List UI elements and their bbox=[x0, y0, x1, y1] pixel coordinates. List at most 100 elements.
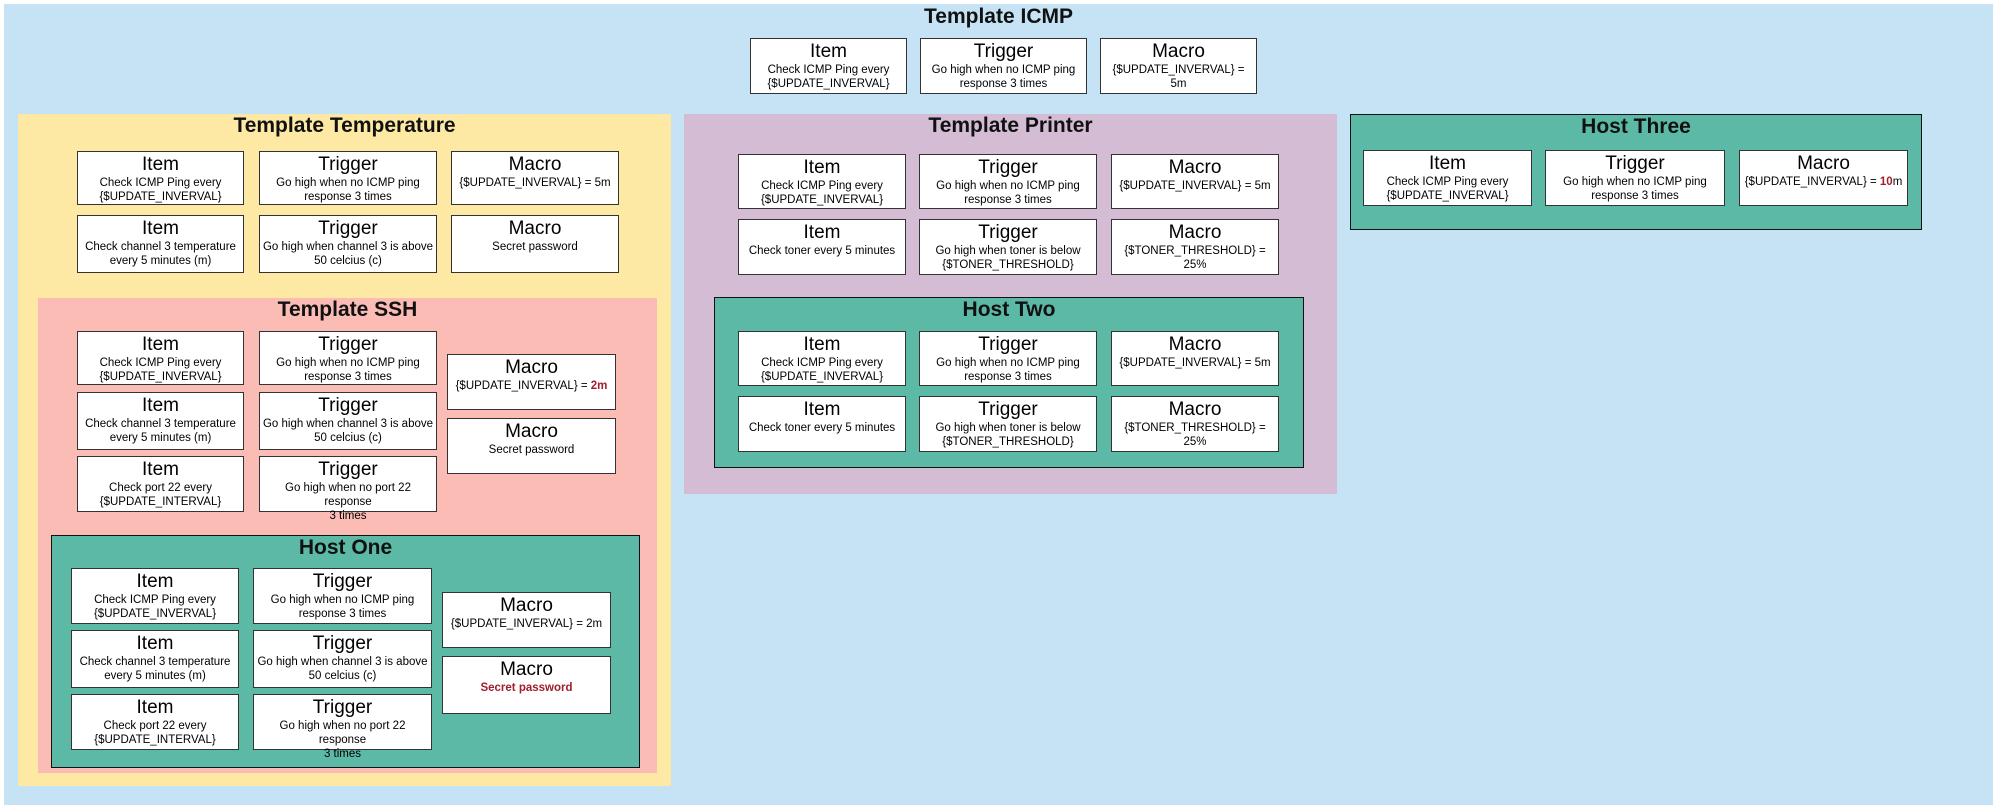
card-text: Go high when no port 22 response 3 times bbox=[285, 482, 411, 522]
host-one-port-item-card: Item Check port 22 every {$UPDATE_INTERV… bbox=[71, 694, 239, 750]
printer-icmp-macro-card: Macro {$UPDATE_INVERVAL} = 5m bbox=[1111, 154, 1279, 209]
host-two-toner-macro-card: Macro {$TONER_THRESHOLD} = 25% bbox=[1111, 396, 1279, 452]
card-text: Secret password bbox=[488, 444, 575, 456]
host-one-interval-macro-card: Macro {$UPDATE_INVERVAL} = 2m bbox=[442, 592, 611, 648]
ssh-interval-macro-card: Macro {$UPDATE_INVERVAL} = 2m bbox=[447, 354, 616, 410]
card-text: {$TONER_THRESHOLD} = 25% bbox=[1124, 245, 1266, 271]
host-two-icmp-macro-card: Macro {$UPDATE_INVERVAL} = 5m bbox=[1111, 331, 1279, 386]
temperature-temp-trigger-card: Trigger Go high when channel 3 is above … bbox=[259, 215, 437, 273]
card-text: Go high when channel 3 is above 50 celci… bbox=[262, 418, 434, 444]
ssh-icmp-item-card: Item Check ICMP Ping every {$UPDATE_INVE… bbox=[77, 331, 244, 385]
card-heading: Trigger bbox=[318, 459, 378, 480]
ssh-icmp-trigger-card: Trigger Go high when no ICMP ping respon… bbox=[259, 331, 437, 385]
ssh-password-macro-card: Macro Secret password bbox=[447, 418, 616, 474]
card-text: {$UPDATE_INVERVAL} = 5m bbox=[1119, 180, 1271, 192]
printer-toner-trigger-card: Trigger Go high when toner is below {$TO… bbox=[919, 219, 1097, 275]
host-one-icmp-item-card: Item Check ICMP Ping every {$UPDATE_INVE… bbox=[71, 568, 239, 624]
card-heading: Item bbox=[142, 395, 179, 416]
card-heading: Macro bbox=[500, 595, 553, 616]
card-heading: Macro bbox=[508, 218, 562, 239]
card-text: Check ICMP Ping every {$UPDATE_INVERVAL} bbox=[93, 594, 217, 620]
card-text: Go high when no ICMP ping response 3 tim… bbox=[936, 180, 1080, 206]
card-text: Go high when toner is below {$TONER_THRE… bbox=[935, 245, 1081, 271]
card-heading: Item bbox=[803, 399, 841, 420]
card-heading: Item bbox=[136, 633, 174, 654]
card-text: Check port 22 every {$UPDATE_INTERVAL} bbox=[99, 482, 222, 508]
card-heading: Item bbox=[803, 157, 841, 178]
card-text: Check toner every 5 minutes bbox=[748, 422, 896, 434]
card-heading: Trigger bbox=[312, 697, 373, 718]
card-text: {$UPDATE_INVERVAL} = 5m bbox=[1112, 64, 1245, 90]
card-text: Go high when channel 3 is above 50 celci… bbox=[257, 656, 428, 682]
ssh-port-item-card: Item Check port 22 every {$UPDATE_INTERV… bbox=[77, 456, 244, 512]
host-three-icmp-trigger-card: Trigger Go high when no ICMP ping respon… bbox=[1545, 150, 1725, 206]
card-text: {$UPDATE_INVERVAL} = 5m bbox=[1119, 357, 1271, 369]
template-ssh-title: Template SSH bbox=[277, 298, 418, 321]
card-heading: Macro bbox=[505, 357, 558, 378]
card-heading: Item bbox=[803, 334, 841, 355]
card-heading: Macro bbox=[508, 154, 562, 175]
card-heading: Trigger bbox=[318, 154, 378, 175]
host-three-icmp-item-card: Item Check ICMP Ping every {$UPDATE_INVE… bbox=[1363, 150, 1532, 206]
card-text-override: Secret password bbox=[480, 682, 573, 694]
card-text: Go high when no ICMP ping response 3 tim… bbox=[270, 594, 415, 620]
macro-override-value: 2m bbox=[590, 380, 608, 392]
host-one-title: Host One bbox=[298, 536, 393, 559]
card-heading: Item bbox=[142, 334, 179, 355]
icmp-macro-card: Macro {$UPDATE_INVERVAL} = 5m bbox=[1100, 38, 1257, 94]
card-text: Check toner every 5 minutes bbox=[748, 245, 896, 257]
card-heading: Macro bbox=[500, 659, 553, 680]
card-heading: Item bbox=[136, 697, 174, 718]
card-heading: Item bbox=[136, 571, 174, 592]
card-heading: Trigger bbox=[978, 399, 1038, 420]
card-heading: Trigger bbox=[318, 334, 378, 355]
card-heading: Item bbox=[142, 154, 179, 175]
printer-icmp-trigger-card: Trigger Go high when no ICMP ping respon… bbox=[919, 154, 1097, 209]
card-heading: Macro bbox=[1152, 41, 1205, 62]
host-two-toner-item-card: Item Check toner every 5 minutes bbox=[738, 396, 906, 452]
template-temperature-title: Template Temperature bbox=[233, 114, 456, 137]
host-two-icmp-item-card: Item Check ICMP Ping every {$UPDATE_INVE… bbox=[738, 331, 906, 386]
card-heading: Trigger bbox=[312, 571, 373, 592]
card-heading: Item bbox=[1429, 153, 1466, 174]
card-heading: Trigger bbox=[1605, 153, 1665, 174]
host-one-icmp-trigger-card: Trigger Go high when no ICMP ping respon… bbox=[253, 568, 432, 624]
card-text: Check ICMP Ping every {$UPDATE_INVERVAL} bbox=[760, 180, 884, 206]
card-heading: Trigger bbox=[318, 395, 378, 416]
ssh-temp-trigger-card: Trigger Go high when channel 3 is above … bbox=[259, 392, 437, 450]
card-text: Check ICMP Ping every {$UPDATE_INVERVAL} bbox=[767, 64, 890, 90]
temperature-temp-item-card: Item Check channel 3 temperature every 5… bbox=[77, 215, 244, 273]
card-text: Check port 22 every {$UPDATE_INTERVAL} bbox=[94, 720, 216, 746]
macro-prefix: {$UPDATE_INVERVAL} = bbox=[455, 380, 591, 392]
temperature-icmp-macro-card: Macro {$UPDATE_INVERVAL} = 5m bbox=[451, 151, 619, 205]
card-text: Check ICMP Ping every {$UPDATE_INVERVAL} bbox=[99, 177, 222, 203]
host-one-port-trigger-card: Trigger Go high when no port 22 response… bbox=[253, 694, 432, 760]
card-heading: Macro bbox=[1797, 153, 1850, 174]
icmp-trigger-card: Trigger Go high when no ICMP ping respon… bbox=[920, 38, 1087, 94]
card-text: {$UPDATE_INVERVAL} = 2m bbox=[450, 618, 603, 630]
card-text: {$UPDATE_INVERVAL} = 5m bbox=[459, 177, 611, 189]
host-one-temp-trigger-card: Trigger Go high when channel 3 is above … bbox=[253, 630, 432, 688]
icmp-item-card: Item Check ICMP Ping every {$UPDATE_INVE… bbox=[750, 38, 907, 94]
printer-toner-macro-card: Macro {$TONER_THRESHOLD} = 25% bbox=[1111, 219, 1279, 275]
card-text: Secret password bbox=[492, 241, 578, 253]
ssh-temp-item-card: Item Check channel 3 temperature every 5… bbox=[77, 392, 244, 450]
card-text: Check channel 3 temperature every 5 minu… bbox=[79, 656, 231, 682]
card-text: Check ICMP Ping every {$UPDATE_INVERVAL} bbox=[99, 357, 222, 383]
card-text: Go high when no ICMP ping response 3 tim… bbox=[276, 177, 420, 203]
temperature-password-macro-card: Macro Secret password bbox=[451, 215, 619, 273]
card-text: Go high when no ICMP ping response 3 tim… bbox=[936, 357, 1080, 383]
temperature-icmp-trigger-card: Trigger Go high when no ICMP ping respon… bbox=[259, 151, 437, 205]
card-text: {$UPDATE_INVERVAL} = 10m bbox=[1740, 175, 1907, 189]
card-heading: Item bbox=[803, 222, 841, 243]
temperature-icmp-item-card: Item Check ICMP Ping every {$UPDATE_INVE… bbox=[77, 151, 244, 205]
macro-override-value: 10 bbox=[1879, 176, 1893, 188]
card-heading: Item bbox=[142, 218, 179, 239]
card-heading: Macro bbox=[1168, 399, 1222, 420]
template-icmp-title: Template ICMP bbox=[924, 5, 1073, 28]
card-heading: Macro bbox=[1168, 222, 1222, 243]
template-printer-title: Template Printer bbox=[928, 114, 1093, 137]
macro-prefix: {$UPDATE_INVERVAL} = bbox=[1744, 176, 1880, 188]
card-text: {$TONER_THRESHOLD} = 25% bbox=[1124, 422, 1266, 448]
card-text: Check channel 3 temperature every 5 minu… bbox=[85, 418, 236, 444]
